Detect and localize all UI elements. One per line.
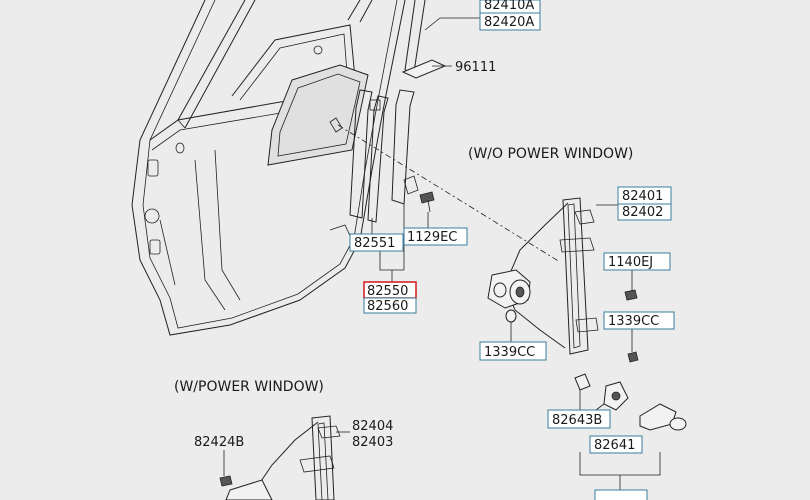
- svg-text:82420A: 82420A: [484, 15, 534, 30]
- svg-text:1140EJ: 1140EJ: [608, 255, 653, 270]
- svg-text:82401: 82401: [622, 189, 663, 204]
- center-line: [337, 124, 561, 263]
- glass-run-channel-82410A: [347, 0, 426, 73]
- callout-82551[interactable]: 82551: [349, 233, 404, 252]
- svg-text:1129EC: 1129EC: [407, 230, 457, 245]
- svg-text:82551: 82551: [354, 236, 395, 251]
- label-96111: [401, 59, 447, 79]
- callout-partial-bottom: [594, 489, 648, 500]
- callout-1129EC[interactable]: 1129EC: [403, 227, 468, 246]
- svg-text:1339CC: 1339CC: [608, 314, 659, 329]
- handle-assembly-82641: [574, 373, 687, 431]
- svg-text:96111: 96111: [455, 60, 496, 75]
- svg-text:82403: 82403: [352, 435, 393, 450]
- callout-1140EJ[interactable]: 1140EJ: [603, 252, 671, 271]
- bolt-1129EC: [419, 191, 435, 213]
- callout-82402[interactable]: 82402: [617, 203, 672, 221]
- callout-82404[interactable]: 82404: [352, 419, 393, 434]
- callout-82403[interactable]: 82403: [352, 435, 393, 450]
- svg-text:82643B: 82643B: [552, 413, 602, 428]
- heading-without-power-window: (W/O POWER WINDOW): [468, 146, 633, 162]
- svg-text:82424B: 82424B: [194, 435, 244, 450]
- leader-lines: [223, 17, 661, 490]
- window-regulator-power: [219, 415, 341, 500]
- svg-text:82560: 82560: [367, 299, 408, 314]
- callout-82643B[interactable]: 82643B: [547, 409, 611, 429]
- svg-text:82402: 82402: [622, 205, 663, 220]
- svg-text:82641: 82641: [594, 438, 635, 453]
- callout-82560[interactable]: 82560: [363, 297, 417, 314]
- callout-82420A[interactable]: 82420A: [479, 12, 541, 31]
- callout-82401[interactable]: 82401: [617, 186, 672, 205]
- callout-82641[interactable]: 82641: [589, 435, 643, 454]
- window-regulator-manual: [487, 197, 599, 355]
- callout-82410A[interactable]: 82410A: [479, 0, 541, 14]
- screw-1140EJ: [624, 289, 638, 301]
- callout-82424B[interactable]: 82424B: [194, 435, 244, 450]
- svg-text:82410A: 82410A: [484, 0, 534, 13]
- callout-1339CC-right[interactable]: 1339CC: [603, 311, 675, 330]
- callout-1339CC-left[interactable]: 1339CC: [479, 341, 547, 361]
- part-callouts: 82410A 82420A 96111 82551 1129EC 82550 8…: [194, 0, 675, 500]
- nut-1339CC: [505, 309, 639, 363]
- callout-82550[interactable]: 82550: [363, 281, 417, 299]
- svg-text:82550: 82550: [367, 284, 408, 299]
- rear-door-panel: [131, 0, 406, 336]
- heading-with-power-window: (W/POWER WINDOW): [174, 379, 324, 395]
- svg-text:1339CC: 1339CC: [484, 345, 535, 360]
- svg-text:82404: 82404: [352, 419, 393, 434]
- callout-96111[interactable]: 96111: [455, 60, 496, 75]
- rear-channel-82550: [349, 89, 419, 223]
- door-glass: [267, 64, 369, 166]
